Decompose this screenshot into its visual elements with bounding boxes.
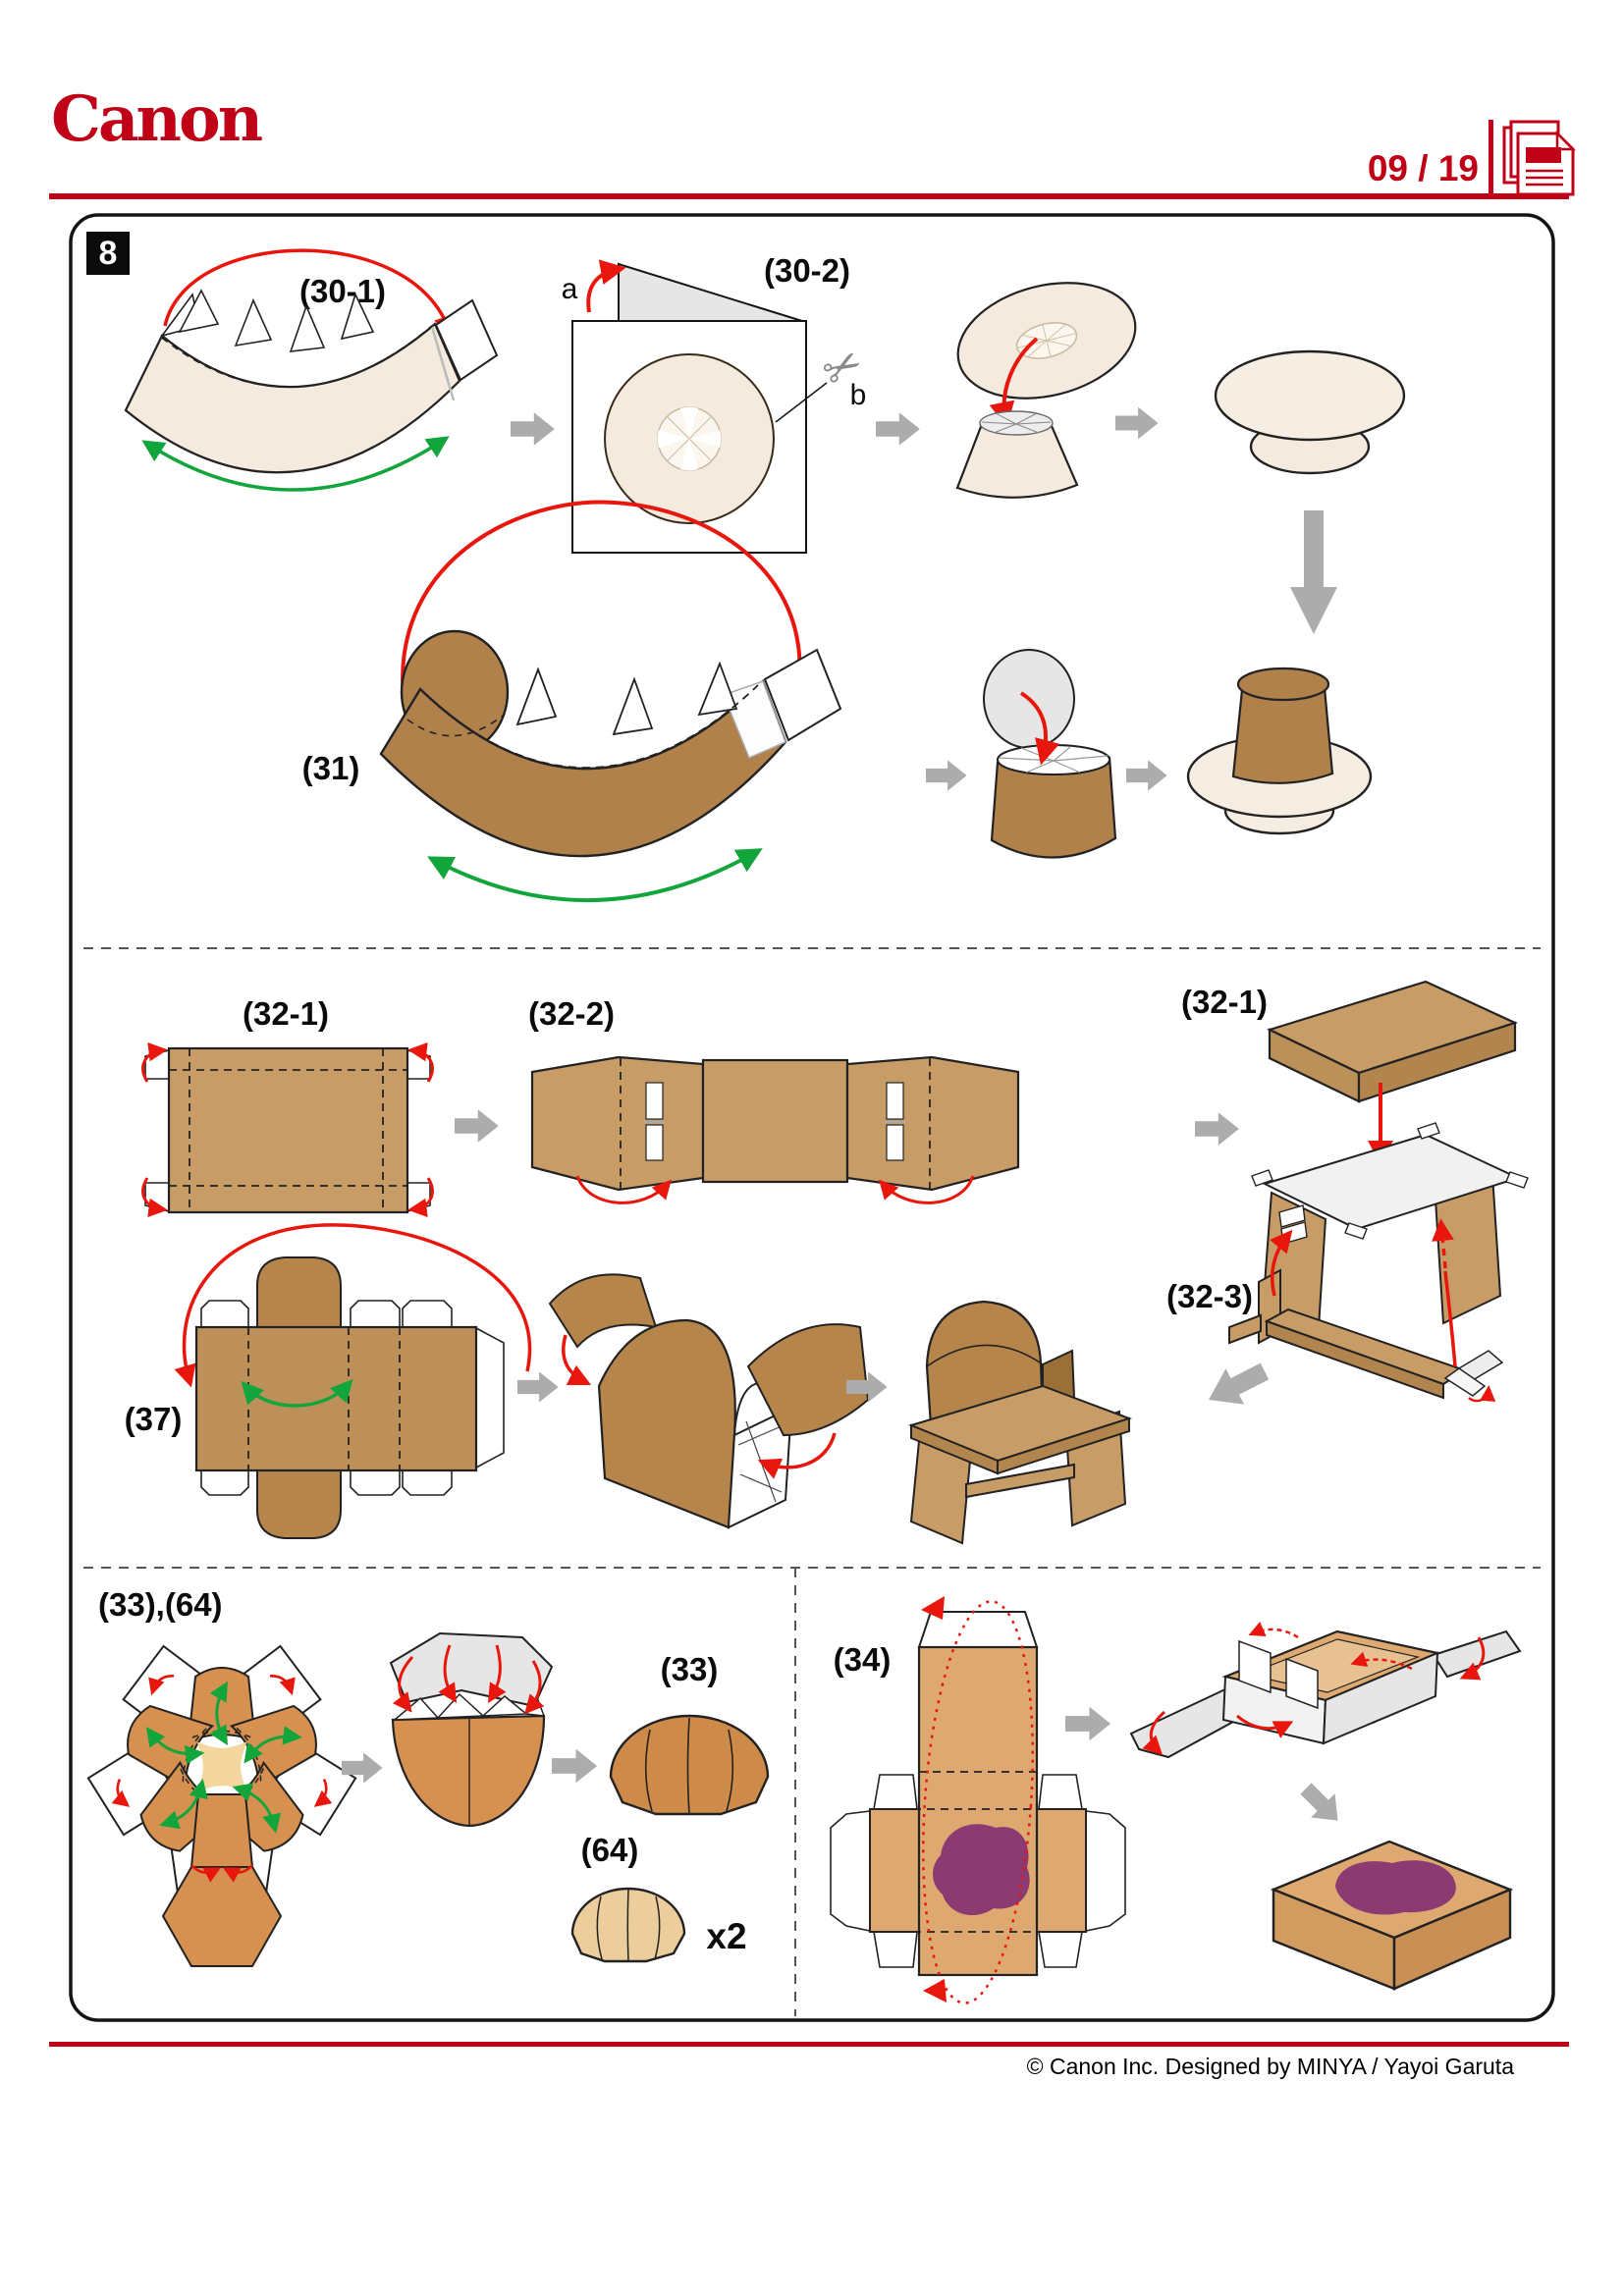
diagram-32-assembly: (32-1) (32-3) (1166, 980, 1529, 1403)
fold-a-label: a (562, 273, 578, 305)
next-row-arrow (1290, 510, 1337, 634)
fold-arrows-red (562, 1334, 837, 1479)
box-net (830, 1596, 1126, 2004)
disc-part (956, 282, 1137, 400)
header: Canon 09 / 19 (49, 82, 1577, 199)
part-label: (37) (125, 1401, 183, 1437)
part-label: (32-2) (528, 995, 615, 1032)
part-label: (64) (581, 1832, 639, 1868)
table-base (1251, 1122, 1529, 1345)
part-label: (30-1) (299, 273, 386, 309)
diagram-34: (34) (830, 1596, 1522, 2004)
tuck-arrows-red (392, 1644, 545, 1715)
copyright-text: © Canon Inc. Designed by MINYA / Yayoi G… (1027, 2054, 1515, 2079)
diagram-31-done (1186, 667, 1373, 835)
diagram-37-fold (548, 1273, 870, 1529)
dome-33 (609, 1714, 770, 1816)
crossbar-part (1228, 1268, 1504, 1400)
fold-arrow-red (163, 248, 456, 339)
jam-spot (1335, 1860, 1456, 1915)
step-number: 8 (99, 235, 118, 272)
canon-logo: Canon (51, 82, 263, 156)
diagram-32-2: (32-2) (528, 995, 1020, 1204)
diagram-31: (31) (302, 500, 842, 903)
cut-b-label: b (850, 379, 867, 411)
curl-arrow-green (241, 1378, 353, 1408)
tray-fold (1129, 1622, 1522, 1759)
part-label: (30-2) (764, 252, 850, 289)
curl-arrow-green (141, 436, 450, 492)
pinwheel-white (657, 406, 722, 471)
dome-64 (570, 1887, 686, 1963)
fold-arrows-red (141, 1041, 434, 1218)
insert-arrows-red (1270, 1218, 1496, 1403)
diagram-33-64: (33),(64) (86, 1586, 770, 1967)
header-divider (1489, 120, 1493, 198)
glue-teeth (160, 289, 375, 352)
footer: © Canon Inc. Designed by MINYA / Yayoi G… (49, 2042, 1569, 2079)
bowl-fold (389, 1631, 554, 1828)
diagram-30-1: (30-1) (124, 248, 499, 492)
jam-spot (933, 1824, 1030, 1916)
footer-rule (49, 2042, 1569, 2047)
part-label: (34) (834, 1641, 892, 1678)
slots (645, 1082, 904, 1161)
wrap-arrow-red (174, 1223, 532, 1388)
curl-arrow-green (427, 848, 763, 903)
flower-net (86, 1644, 357, 1967)
diagram-32-1-flat: (32-1) (141, 995, 434, 1218)
diagram-30-done (1214, 349, 1406, 475)
glue-teeth (515, 661, 738, 736)
diagram-31-assembly (983, 649, 1117, 859)
box-done (1270, 1840, 1514, 1991)
diagram-30-assembly (955, 282, 1137, 499)
fold-arrows-red (575, 1175, 975, 1204)
pages-icon (1502, 120, 1577, 196)
fold-arrows-red (1142, 1622, 1486, 1756)
part-label: (31) (302, 750, 360, 786)
tabletop-slab (1267, 980, 1519, 1103)
fold-arrow-red (401, 500, 807, 743)
insert-arrow-red (989, 337, 1039, 428)
part-label: (33),(64) (98, 1586, 223, 1623)
close-arrow-red (1019, 691, 1060, 766)
diagram-30-2: (30-2) a ✂ b (562, 252, 872, 554)
part-label: (32-3) (1166, 1278, 1253, 1314)
part-label: (32-1) (243, 995, 329, 1032)
roll-arrow-red (922, 1600, 1034, 2004)
part-label: (32-1) (1181, 984, 1268, 1020)
fold-arrow-red (586, 259, 626, 313)
page-number: 09 / 19 (1368, 148, 1479, 188)
quantity-label: x2 (706, 1916, 746, 1956)
step-badge: 8 (86, 232, 130, 275)
fold-arrows-green (145, 1681, 302, 1834)
header-rule (49, 193, 1569, 199)
diagram-37-done (907, 1300, 1133, 1545)
join-arrows-red (111, 1675, 333, 1883)
diagram-37: (37) (125, 1223, 532, 1539)
part-label: (33) (661, 1651, 719, 1687)
